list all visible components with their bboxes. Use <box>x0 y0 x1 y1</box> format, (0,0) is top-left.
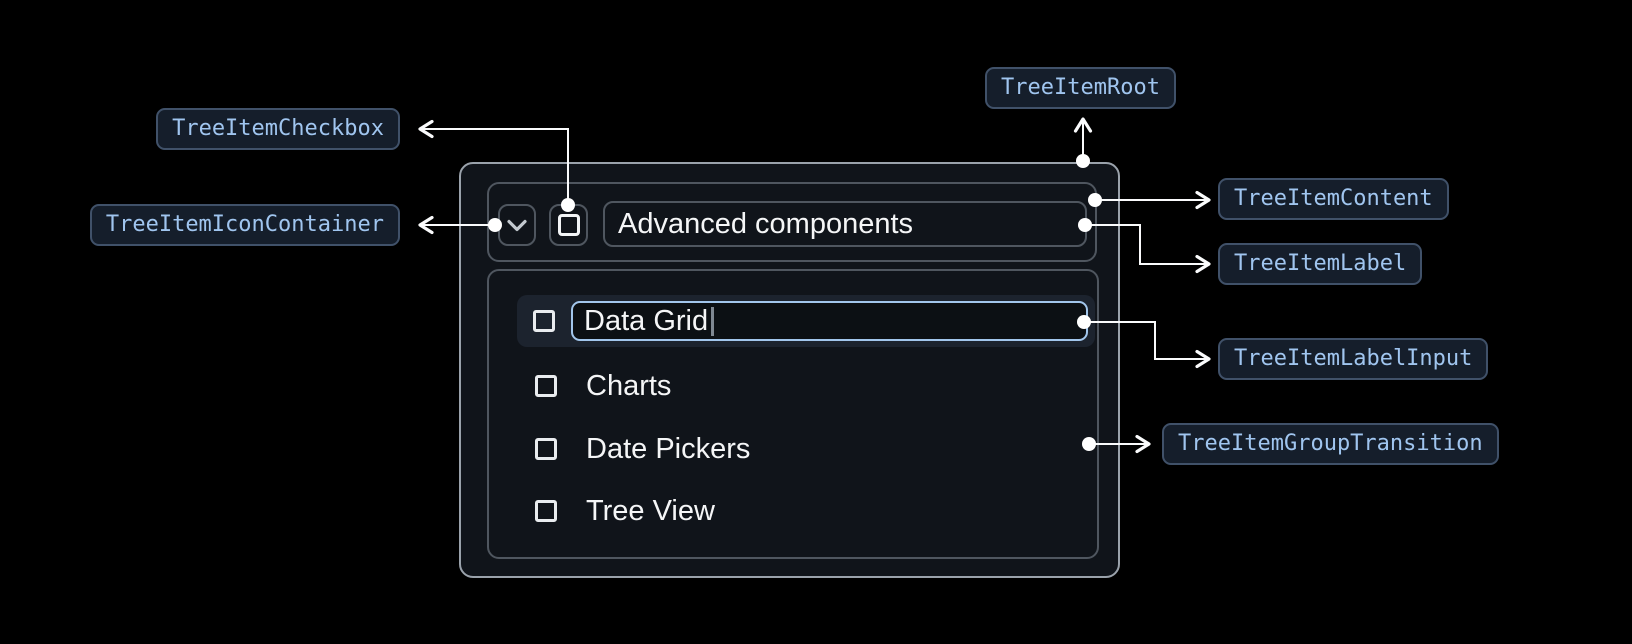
arrowhead-up-root <box>1073 117 1093 133</box>
tree-item-selected[interactable]: Data Grid <box>517 295 1095 347</box>
annotation-tree-item-checkbox: TreeItemCheckbox <box>156 108 400 150</box>
parent-label-text: Advanced components <box>618 207 914 240</box>
checkbox-unchecked-icon <box>557 214 580 236</box>
arrowhead-right-label-input <box>1195 349 1211 369</box>
annotation-tree-item-content: TreeItemContent <box>1218 178 1449 220</box>
tree-item-checkbox[interactable] <box>549 204 588 246</box>
tree-item-group-transition: Data Grid Charts Date Pickers Tree View <box>487 269 1099 559</box>
label-input-value: Data Grid <box>584 304 709 337</box>
item-checkbox-icon[interactable] <box>533 310 555 332</box>
item-label: Tree View <box>586 495 715 527</box>
annotation-tree-item-label-input: TreeItemLabelInput <box>1218 338 1489 380</box>
text-cursor <box>711 306 715 336</box>
item-checkbox-icon[interactable] <box>535 375 557 397</box>
arrowhead-right-content <box>1195 190 1211 210</box>
tree-item-label-input[interactable]: Data Grid <box>571 301 1088 341</box>
annotation-tree-item-icon-container: TreeItemIconContainer <box>89 204 400 246</box>
tree-item-content[interactable]: Advanced components <box>487 182 1097 262</box>
arrowhead-left-checkbox <box>418 119 434 139</box>
tree-item-date-pickers[interactable]: Date Pickers <box>535 434 750 464</box>
tree-item-charts[interactable]: Charts <box>535 371 671 401</box>
tree-item-root: Advanced components Data Grid Charts Dat… <box>459 162 1120 578</box>
tree-item-tree-view[interactable]: Tree View <box>535 496 715 526</box>
arrowhead-right-group-transition <box>1135 434 1151 454</box>
arrowhead-left-icon-container <box>418 215 434 235</box>
item-checkbox-icon[interactable] <box>535 438 557 460</box>
arrowhead-right-label <box>1195 254 1211 274</box>
annotation-tree-item-group-transition: TreeItemGroupTransition <box>1162 423 1499 465</box>
tree-item-label[interactable]: Advanced components <box>603 201 1087 247</box>
item-checkbox-icon[interactable] <box>535 500 557 522</box>
annotation-tree-item-label: TreeItemLabel <box>1218 243 1423 285</box>
annotation-tree-item-root: TreeItemRoot <box>985 67 1176 109</box>
tree-item-icon-container[interactable] <box>498 204 536 246</box>
chevron-down-icon <box>507 219 527 231</box>
item-label: Charts <box>586 370 672 402</box>
item-label: Date Pickers <box>586 433 751 465</box>
